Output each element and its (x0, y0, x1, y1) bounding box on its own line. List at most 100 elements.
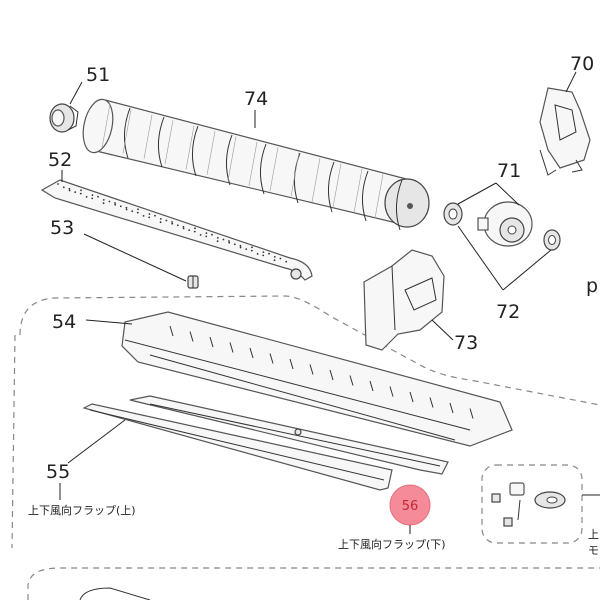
rod-texture-dot (114, 202, 116, 204)
pan-rib (469, 408, 474, 419)
part-73-housing (363, 249, 445, 351)
rod-texture-dot (250, 249, 253, 252)
fan-rib (226, 134, 233, 186)
rod-texture-dot (97, 195, 99, 198)
part-51-cap (49, 103, 79, 133)
rod-texture-dot (205, 235, 208, 238)
fan-rib (158, 116, 165, 168)
rod-texture-dot (239, 244, 242, 247)
caption-flap-lower: 上下風向フラップ(下) (338, 537, 446, 551)
rod-texture-dot (228, 241, 231, 244)
rod-texture-dot (91, 194, 94, 197)
part-number-55: 55 (46, 461, 70, 483)
assembly-boundary-left (11, 334, 16, 549)
rod-texture-dot (125, 208, 128, 211)
part-number-70: 70 (570, 53, 594, 75)
rod-texture-dot (193, 230, 196, 233)
rod-texture-dot (188, 229, 191, 232)
pan-rib (389, 386, 394, 397)
rod-texture-dot (262, 251, 265, 254)
part-72-rubber-mount-left (443, 202, 463, 226)
rod-texture-dot (62, 186, 65, 189)
fan-blade (206, 130, 216, 176)
rod-texture-dot (91, 197, 94, 200)
rod-texture-dot (285, 260, 288, 263)
pan-rib (449, 402, 454, 414)
pan-rib (429, 397, 434, 408)
rod-texture-dot (194, 227, 196, 230)
pan-rib (269, 353, 274, 364)
rod-texture-dot (80, 189, 82, 192)
leader-72-b (502, 249, 552, 291)
part-56-flap-lower (129, 395, 449, 475)
rod-texture-dot (176, 224, 179, 227)
assembly-boundary-upper (19, 295, 600, 406)
cut-label-mo: モ (588, 544, 599, 557)
rod-texture-dot (136, 211, 139, 214)
pan-rib (369, 380, 374, 392)
pan-rib (209, 336, 214, 348)
fan-blade (332, 163, 342, 208)
rod-texture-dot (216, 237, 219, 239)
part-71-fan-motor (477, 201, 533, 247)
rod-texture-dot (114, 203, 117, 206)
rod-texture-dot (68, 189, 71, 192)
pan-rib (289, 358, 294, 370)
rod-texture-dot (262, 254, 265, 257)
rod-texture-dot (57, 183, 59, 185)
rod-texture-dot (182, 225, 185, 228)
fan-blade (185, 125, 195, 170)
fan-rib (362, 170, 369, 222)
leader-71-b (495, 182, 520, 206)
rod-texture-dot (228, 240, 230, 242)
fan-blade (311, 157, 321, 203)
rod-texture-dot (233, 243, 236, 246)
rod-texture-dot (159, 218, 162, 220)
pan-rib (169, 325, 174, 337)
part-52-rod (40, 179, 313, 281)
part-number-56: 56 (402, 499, 419, 514)
rod-texture-dot (273, 259, 276, 262)
rod-texture-dot (85, 196, 88, 198)
part-55-flap-upper (82, 403, 393, 491)
rod-texture-dot (279, 257, 282, 260)
fan-blade (101, 103, 111, 149)
rod-texture-dot (165, 219, 168, 222)
caption-flap-upper: 上下風向フラップ(上) (28, 503, 136, 517)
part-53-screw (187, 275, 199, 289)
part-number-54: 54 (52, 311, 76, 333)
part-number-71: 71 (497, 160, 521, 182)
fan-blade (353, 168, 363, 213)
part-number-74: 74 (244, 88, 268, 110)
lower-assembly-part (79, 587, 151, 600)
rod-texture-dot (256, 253, 259, 255)
pan-rib (249, 347, 254, 359)
rod-texture-dot (148, 213, 151, 216)
rod-texture-dot (199, 234, 202, 236)
fan-rib (124, 107, 131, 159)
rod-texture-dot (222, 238, 225, 241)
part-74-crossflow-fan (82, 98, 430, 231)
part-70-bracket (539, 87, 591, 176)
leader-55 (67, 419, 126, 464)
rod-texture-dot (102, 202, 105, 205)
rod-texture-dot (251, 246, 253, 249)
rod-texture-dot (74, 191, 77, 194)
part-number-51: 51 (86, 64, 110, 86)
fan-rib (260, 143, 267, 195)
rod-texture-dot (119, 205, 122, 208)
rod-texture-dot (268, 252, 270, 255)
rod-texture-dot (216, 240, 219, 243)
fan-blade (122, 109, 132, 154)
part-72-rubber-mount-right (543, 229, 561, 251)
rod-texture-dot (142, 215, 145, 217)
rod-texture-dot (211, 233, 213, 236)
fan-blade (374, 174, 384, 219)
rod-texture-dot (205, 232, 208, 235)
fan-blade (227, 136, 237, 181)
sub-assembly-motor-parts (491, 482, 566, 527)
rod-texture-dot (182, 227, 185, 230)
pan-rib (309, 364, 314, 375)
leader-71-a (457, 182, 497, 205)
pan-rib (189, 331, 194, 342)
